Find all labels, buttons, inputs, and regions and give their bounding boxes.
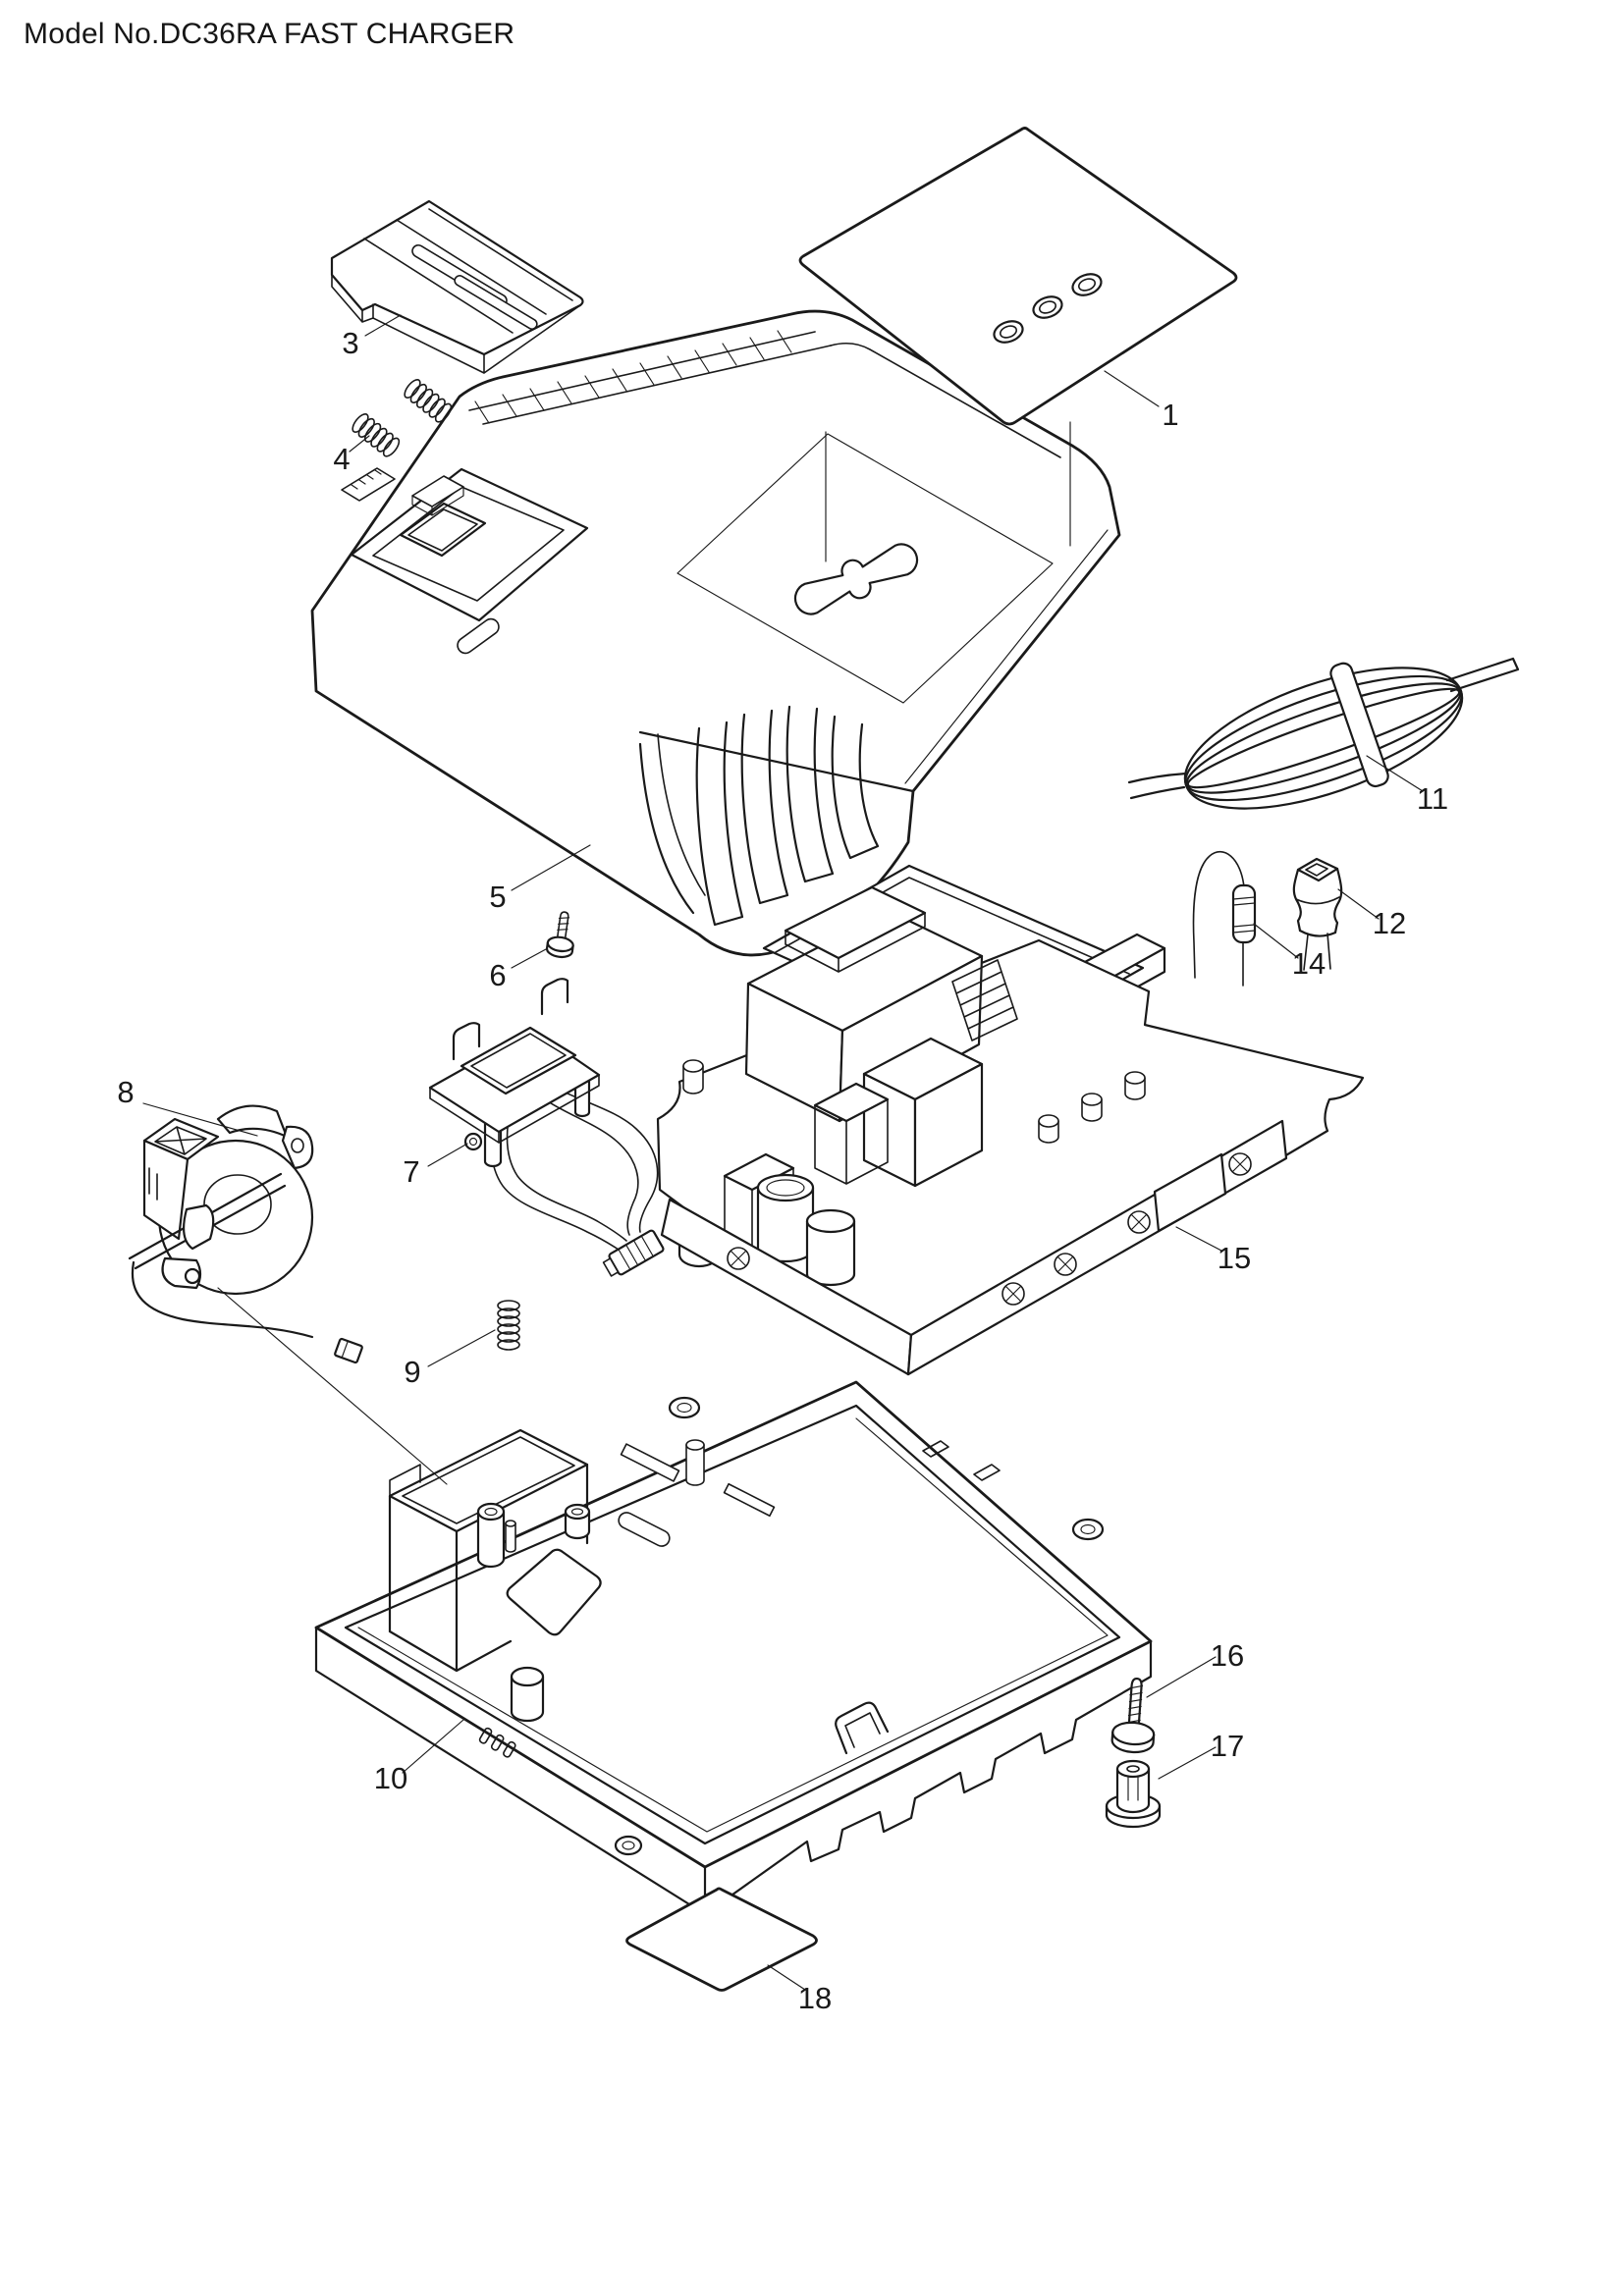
page-title: Model No.DC36RA FAST CHARGER <box>24 18 515 50</box>
part-8-fan <box>128 1104 363 1364</box>
part-11-power-cord <box>1127 657 1520 810</box>
part-6-screw <box>545 911 574 959</box>
part-18-label <box>625 1887 818 1992</box>
leader-lines <box>142 314 1424 1991</box>
callout-6: 6 <box>489 958 506 992</box>
placement-lines <box>217 421 1071 1485</box>
board-screws <box>727 1152 1252 1306</box>
callout-12: 12 <box>1373 906 1406 940</box>
part-1-label-sheet <box>798 127 1238 426</box>
part-12-connector <box>1292 857 1343 971</box>
part-15-circuit-board <box>656 864 1365 1376</box>
part-4-springs <box>352 379 453 457</box>
part-16-screw <box>1110 1677 1156 1754</box>
callout-3: 3 <box>342 326 358 360</box>
callout-14: 14 <box>1292 946 1326 981</box>
callout-11: 11 <box>1417 781 1448 816</box>
part-17-bushing <box>1105 1759 1162 1829</box>
led-pins <box>1038 1071 1146 1144</box>
part-5-housing-top <box>310 309 1121 957</box>
callout-9: 9 <box>404 1355 420 1389</box>
callout-16: 16 <box>1211 1638 1244 1673</box>
part-10-base-housing <box>314 1380 1153 1916</box>
callout-5: 5 <box>489 880 506 914</box>
callout-labels: 1 3 4 5 6 7 8 9 10 11 12 14 15 16 17 18 <box>117 326 1448 2015</box>
callout-17: 17 <box>1211 1729 1244 1763</box>
callout-18: 18 <box>798 1981 832 2015</box>
callout-7: 7 <box>403 1154 419 1189</box>
part-9-spring <box>497 1300 520 1351</box>
callout-4: 4 <box>333 442 350 476</box>
callout-10: 10 <box>374 1761 407 1795</box>
part-3-terminal-cover <box>330 199 584 374</box>
part-7-terminal-block <box>428 978 665 1277</box>
part-14-resistor <box>1192 850 1257 987</box>
callout-8: 8 <box>117 1075 134 1109</box>
callout-15: 15 <box>1218 1241 1251 1275</box>
callout-1: 1 <box>1162 398 1178 432</box>
